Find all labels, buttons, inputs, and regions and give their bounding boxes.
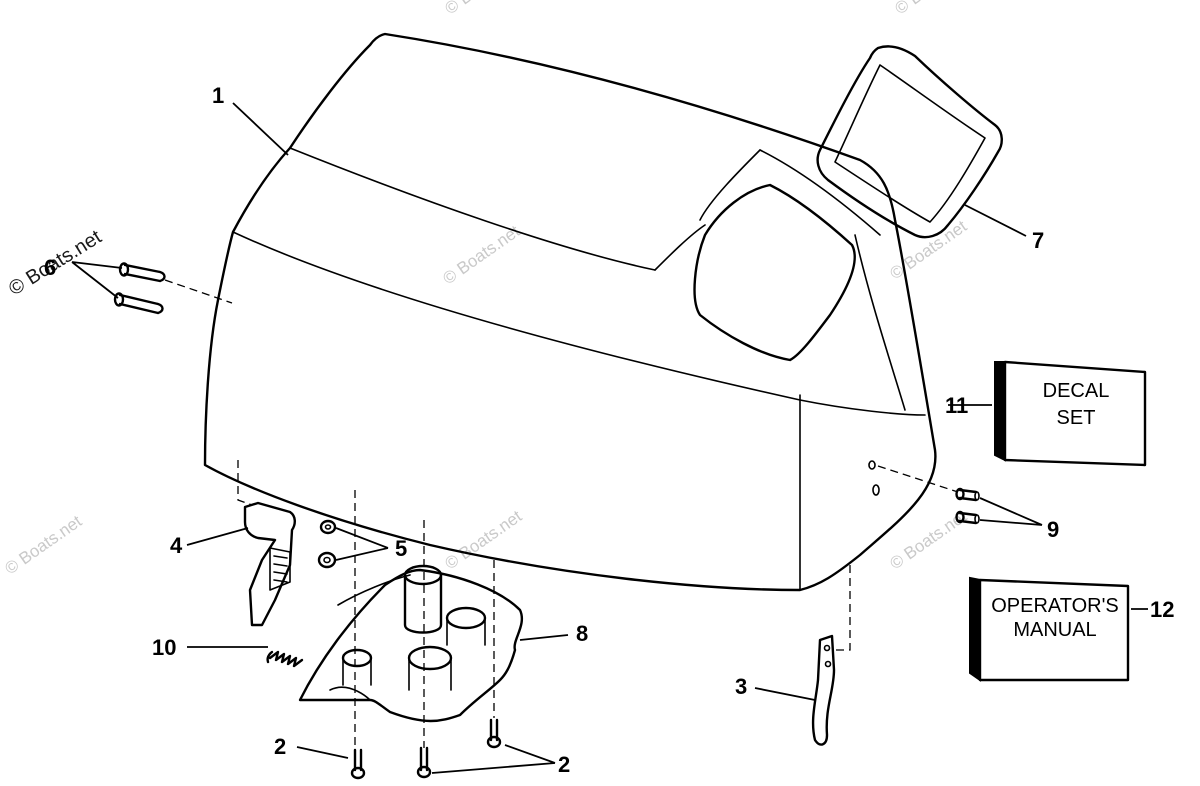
- callout-10: 10: [152, 635, 176, 660]
- pins-right: [877, 465, 980, 525]
- bracket: [811, 634, 836, 746]
- callout-2b: 2: [558, 752, 570, 777]
- watermark: © Boats.net: [1, 511, 85, 578]
- callout-8: 8: [576, 621, 588, 646]
- decal-set-line1: DECAL: [1043, 380, 1110, 402]
- operators-manual-line1: OPERATOR'S: [991, 595, 1119, 617]
- watermark: © Boats.net: [441, 506, 525, 573]
- screw: [416, 746, 432, 779]
- callout-7: 7: [1032, 228, 1044, 253]
- callout-5: 5: [395, 536, 407, 561]
- callout-6: 6: [44, 255, 56, 280]
- watermark: © Boats.net: [886, 506, 970, 573]
- callout-3: 3: [735, 674, 747, 699]
- screws: [350, 718, 502, 780]
- assembly-lines: [354, 490, 851, 750]
- operators-manual-box: OPERATOR'S MANUAL: [969, 576, 1130, 682]
- screw: [350, 748, 366, 780]
- watermarks: © Boats.net © Boats.net © Boats.net © Bo…: [1, 0, 975, 578]
- cover-base: [298, 564, 523, 723]
- callout-12: 12: [1150, 597, 1174, 622]
- watermark: © Boats.net: [439, 221, 523, 288]
- callout-9: 9: [1047, 517, 1059, 542]
- spring: [266, 650, 304, 668]
- leader-lines: [71, 102, 1148, 774]
- operators-manual-line2: MANUAL: [1013, 619, 1096, 641]
- callout-4: 4: [170, 533, 183, 558]
- engine-cover: [203, 32, 937, 592]
- cover-grille: [816, 45, 1003, 239]
- watermark: © Boats.net: [441, 0, 525, 18]
- pins-left: [113, 262, 233, 315]
- callout-numbers: 1 6 7 11 4 5 9 8 10 3 2 2 12: [44, 83, 1174, 777]
- callout-1: 1: [212, 83, 224, 108]
- washers: [317, 519, 337, 569]
- decal-set-box: DECAL SET: [994, 360, 1147, 467]
- latch: [237, 460, 296, 627]
- callout-11: 11: [945, 393, 968, 418]
- watermark: © Boats.net: [891, 0, 975, 18]
- screw: [486, 718, 502, 749]
- decal-set-line2: SET: [1057, 407, 1096, 429]
- callout-2a: 2: [274, 734, 286, 759]
